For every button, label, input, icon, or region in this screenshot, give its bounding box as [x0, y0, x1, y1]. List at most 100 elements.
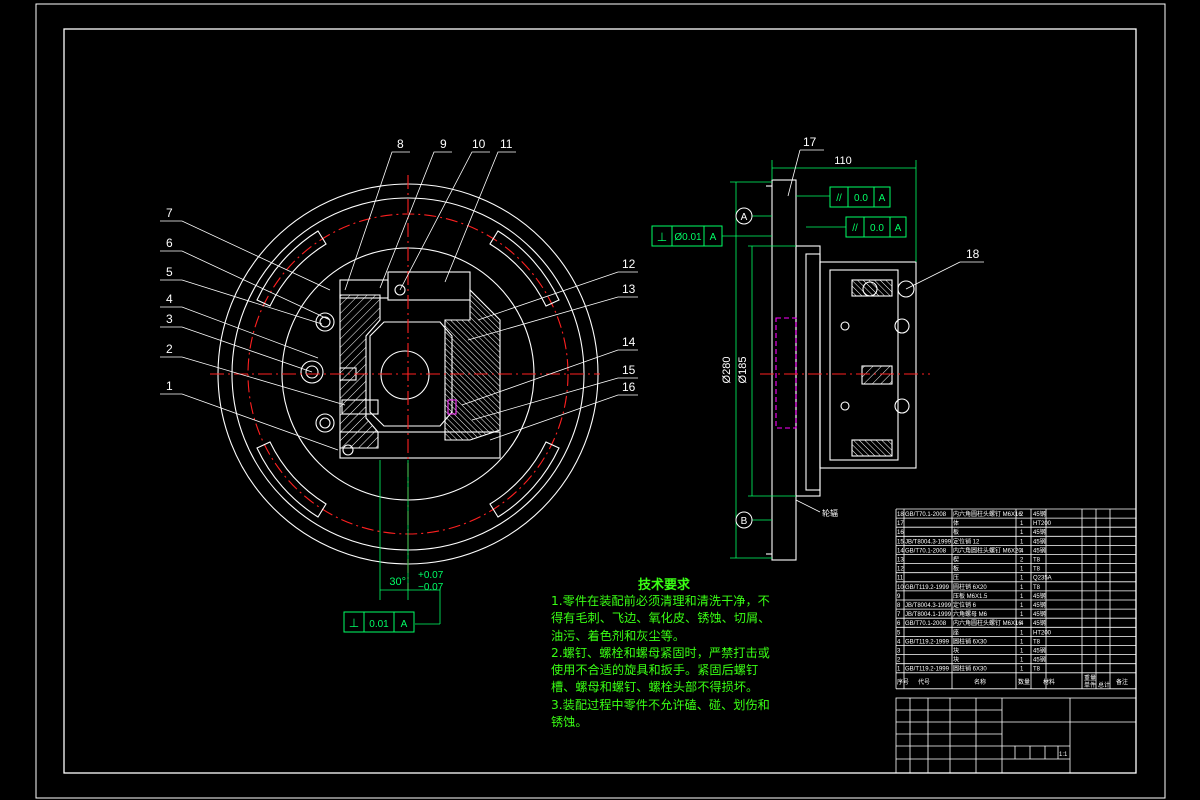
- bom-cell-name: 压板 M6X1.5: [953, 592, 988, 600]
- title-block-scale: 1:1: [1059, 752, 1068, 758]
- bom-header-qty: 数量: [1018, 678, 1030, 686]
- bolt-head-3: [300, 360, 324, 384]
- leader-14: [461, 349, 638, 406]
- bom-cell-qty: 1: [1020, 649, 1024, 655]
- tol-frame-par-mid-box: [845, 216, 907, 238]
- bom-cell-no: 6: [897, 621, 901, 627]
- right-block-hatched: [444, 288, 501, 441]
- side-bolt-small-1: [840, 321, 850, 331]
- leader-2: [160, 356, 346, 406]
- bom-cell-mat: HT200: [1033, 630, 1052, 636]
- bom-cell-mat: T8: [1033, 667, 1041, 673]
- tol-frame-perp-left-box: [651, 225, 723, 247]
- bom-cell-no: 8: [897, 603, 901, 609]
- bom-cell-mat: T8: [1033, 639, 1041, 645]
- leader-18: [905, 261, 961, 290]
- tol-minus-text: −0.07: [418, 582, 444, 593]
- dim-185-text: Ø185: [737, 357, 749, 384]
- dim-280-text: Ø280: [721, 357, 733, 384]
- bolt-head-1-inner: [319, 417, 331, 429]
- balloon-2: 2: [166, 342, 173, 356]
- tol-frame-par-mid-value: 0.0: [870, 223, 884, 234]
- side-bottom-clamp: [851, 439, 893, 457]
- bom-cell-mat: T8: [1033, 585, 1041, 591]
- bom-header-total: 总计: [1098, 681, 1110, 689]
- bom-cell-name: 内六角圆柱头螺钉 M6X20: [953, 546, 1022, 554]
- bom-cell-mat: Q235A: [1033, 576, 1052, 582]
- bom-cell-code: GB/T119.2-1999: [905, 639, 950, 645]
- tech-line-8: 锈蚀。: [551, 715, 588, 730]
- bom-cell-code: GB/T119.2-1999: [905, 585, 950, 591]
- bom-cell-qty: 1: [1020, 658, 1024, 664]
- slot-upper-right: [489, 230, 560, 307]
- tol-frame-bottom-value: 0.01: [369, 619, 389, 630]
- bom-cell-code: JB/T8004.3-1999: [905, 539, 952, 545]
- leader-8: [344, 151, 410, 291]
- balloon-18: 18: [966, 247, 980, 261]
- bom-cell-qty: 4: [1020, 548, 1024, 554]
- side-body: [819, 261, 917, 469]
- tol-frame-perp-left-value: Ø0.01: [674, 232, 702, 243]
- sheet-border: [35, 3, 1166, 799]
- angle-dim-text: 30°: [389, 576, 406, 588]
- title-block: [895, 697, 1137, 774]
- balloon-3: 3: [166, 312, 173, 326]
- bom-cell-name: 内六角圆柱头螺钉 M6X16: [953, 510, 1022, 518]
- tol-frame-par-top-value: 0.0: [854, 193, 868, 204]
- bom-header-single: 单件: [1084, 681, 1096, 689]
- bom-cell-name: 内六角圆柱头螺钉 M6X16: [953, 619, 1022, 627]
- title-block-frame: [895, 697, 1137, 774]
- leader-13: [467, 296, 638, 341]
- tol-frames-side: [651, 186, 907, 247]
- side-bolt-mid: [894, 318, 910, 334]
- tol-frame-perp-left-datum: A: [710, 232, 717, 243]
- balloon-labels-front: 7 6 5 4 3 2 1 8 9 10 11 12 13 14 15 16: [166, 137, 636, 394]
- bolt-head-3-inner: [305, 365, 319, 379]
- datum-b-circle: [735, 511, 753, 529]
- tech-line-7: 3.装配过程中零件不允许磕、碰、划伤和: [551, 697, 770, 712]
- bolt-head-4: [315, 312, 335, 332]
- tol-frame-par-mid-symbol: //: [852, 223, 858, 234]
- tol-frame-perp-left-symbol: ⊥: [657, 230, 667, 244]
- bom-cell-name: 板: [953, 528, 959, 536]
- bom-cell-name: 六角螺母 M6: [953, 610, 988, 618]
- side-dimensions: [722, 149, 984, 559]
- angle-dimension: [379, 460, 441, 625]
- center-bore: [380, 350, 430, 400]
- tech-line-1: 1.零件在装配前必须清理和清洗干净，不: [551, 594, 770, 608]
- bom-cell-name: 圆柱销 6X20: [953, 583, 987, 591]
- bom-cell-name: 定位销 6: [953, 601, 977, 609]
- datum-b-text: B: [741, 516, 748, 527]
- bom-cell-no: 11: [897, 576, 904, 582]
- tol-frame-bottom-symbol: ⊥: [349, 616, 359, 630]
- leader-5: [160, 279, 323, 325]
- bom-cell-qty: 1: [1020, 612, 1024, 618]
- bom-cell-qty: 1: [1020, 585, 1024, 591]
- bom-cell-mat: 45钢: [1033, 619, 1046, 627]
- bom-cell-name: 圆柱销 6X30: [953, 637, 987, 645]
- tol-frame-par-mid-datum: A: [895, 223, 902, 234]
- bom-cell-qty: 1: [1020, 521, 1024, 527]
- bom-cell-code: JB/T8004.3-1999: [905, 603, 952, 609]
- bom-cell-name: 圆柱销 6X30: [953, 665, 987, 673]
- leader-16: [489, 394, 638, 441]
- bom-cell-mat: 45钢: [1033, 592, 1046, 600]
- bom-cell-mat: 45钢: [1033, 656, 1046, 664]
- octagon-jaw: [369, 321, 453, 427]
- side-hub: [795, 245, 821, 497]
- bom-cell-code: GB/T119.2-1999: [905, 667, 950, 673]
- balloon-9: 9: [440, 137, 447, 151]
- side-jaw-frame: [829, 269, 899, 461]
- bom-table: [895, 508, 1137, 690]
- pin-top: [394, 284, 406, 296]
- bom-cell-mat: 45钢: [1033, 537, 1046, 545]
- bom-cell-no: 13: [897, 558, 904, 564]
- tech-requirements-title: 技术要求: [638, 578, 691, 593]
- bom-cell-mat: 45钢: [1033, 510, 1046, 518]
- tech-line-3: 油污、着色剂和灰尘等。: [551, 628, 686, 643]
- leader-11: [444, 151, 516, 283]
- leader-6: [160, 250, 331, 321]
- bom-cell-name: 体: [953, 519, 959, 527]
- left-jaw-hatched: [339, 294, 381, 449]
